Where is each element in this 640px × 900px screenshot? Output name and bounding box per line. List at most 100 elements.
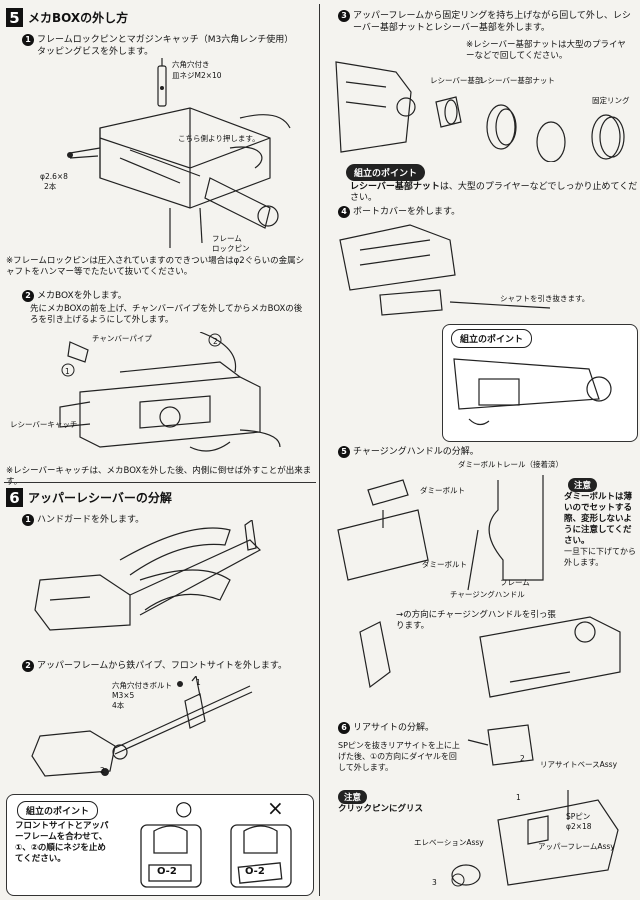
point3-badge: 組立のポイント bbox=[346, 164, 426, 181]
receiver-nut-label: レシーバー基部ナット bbox=[480, 76, 555, 85]
sp-pin-size-label: φ2×18 bbox=[566, 822, 592, 831]
assembly-point-badge: 組立のポイント bbox=[17, 801, 99, 820]
ng-mark: × bbox=[267, 796, 284, 820]
step-number: 6 bbox=[338, 722, 350, 734]
point4-box: 組立のポイント bbox=[442, 324, 638, 442]
callout-3: 3 bbox=[432, 878, 437, 887]
step-number: 3 bbox=[338, 10, 350, 22]
point3-rest: は、大型のプライヤーなどでしっかり止めてください。 bbox=[350, 182, 638, 203]
ok-mark: ○ bbox=[175, 796, 193, 820]
fixing-ring-label: 固定リング bbox=[592, 96, 630, 105]
step6-text: SPピンを抜きリアサイトを上に上げた後、①の方向にダイヤルを回して外します。 bbox=[338, 741, 460, 772]
ok-sight-mark: O-2 bbox=[157, 866, 177, 877]
frame-lock-label: フレーム bbox=[212, 234, 242, 243]
press-label: こちら側より押します。 bbox=[178, 134, 260, 143]
step-text: ハンドガードを外します。 bbox=[37, 515, 145, 525]
charging-handle-figure bbox=[337, 475, 544, 591]
warn6-text: クリックピンにグリス bbox=[338, 804, 424, 814]
step-text: チャージングハンドルの分解。 bbox=[353, 447, 479, 457]
right-column: 3 アッパーフレームから固定リングを持ち上げながら回して外し、レシーバー基部ナッ… bbox=[322, 0, 640, 900]
port-cover-figure bbox=[339, 224, 551, 316]
ng-sight-mark: O-2 bbox=[245, 866, 265, 877]
callout-1: 1 bbox=[516, 793, 521, 802]
frame-lock-label2: ロックピン bbox=[212, 244, 250, 253]
right-step4: 4 ボートカバーを外します。 bbox=[338, 206, 634, 218]
front-sight-figure bbox=[31, 676, 253, 777]
section5-note2: ※レシーバーキャッチは、メカBOXを外した後、内側に倒せば外すことが出来ます。 bbox=[6, 466, 312, 487]
section6-title: アッパーレシーバーの分解 bbox=[28, 491, 172, 505]
down-label: 一旦下に下げてから外します。 bbox=[564, 547, 636, 567]
section5-step1: 1 フレームロックピンとマガジンキャッチ（M3六角レンチ使用）タッピングビスを外… bbox=[22, 34, 302, 58]
warn5-text: ダミーボルトは薄いのでセットする際、変形しないように注意してください。 bbox=[564, 492, 633, 546]
section6-header: 6 アッパーレシーバーの分解 bbox=[6, 488, 172, 507]
section5-title: メカBOXの外し方 bbox=[28, 11, 129, 25]
section5-number: 5 bbox=[6, 8, 23, 27]
mechbox-removal-figure bbox=[67, 58, 291, 248]
step-text: メカBOXを外します。 bbox=[37, 291, 127, 301]
upper-frame-label: アッパーフレームAssy bbox=[538, 842, 615, 851]
step-text: ボートカバーを外します。 bbox=[353, 207, 461, 217]
handguard-figure bbox=[34, 520, 261, 631]
receiver-base-label: レシーバー基部 bbox=[430, 76, 483, 85]
section6-number: 6 bbox=[6, 488, 23, 507]
section5-header: 5 メカBOXの外し方 bbox=[6, 8, 128, 27]
step-number: 2 bbox=[22, 660, 34, 672]
point3-text: レシーバー基部ナットは、大型のプライヤーなどでしっかり止めてください。 bbox=[350, 182, 640, 204]
step-number: 1 bbox=[22, 514, 34, 526]
receiver-catch-label: レシーバーキャッチ bbox=[10, 420, 78, 429]
screw-size-label: 皿ネジM2×10 bbox=[172, 71, 222, 80]
dummy-rail-label: ダミーボルトレール（接着済） bbox=[458, 460, 563, 469]
right-step5: 5 チャージングハンドルの分解。 bbox=[338, 446, 634, 458]
rear-sight-base-label: リアサイトベースAssy bbox=[540, 760, 618, 769]
rear-sight-figure bbox=[451, 724, 619, 887]
tapping-screw-label: φ2.6×8 bbox=[40, 172, 68, 181]
step-text: アッパーフレームから固定リングを持ち上げながら回して外し、レシーバー基部ナットと… bbox=[353, 11, 631, 33]
step-number: 2 bbox=[22, 290, 34, 302]
bolt-label: 六角穴付きボルト bbox=[112, 681, 172, 690]
point3-bold: レシーバー基部ナット bbox=[350, 182, 440, 192]
step-number: 5 bbox=[338, 446, 350, 458]
step3-note: ※レシーバー基部ナットは大型のプライヤーなどで回してください。 bbox=[466, 40, 626, 61]
sight-comparison-figure bbox=[140, 824, 292, 888]
callout-1: 1 bbox=[196, 678, 201, 687]
step-text: アッパーフレームから鉄パイプ、フロントサイトを外します。 bbox=[37, 661, 288, 671]
warn6-badge: 注意 bbox=[338, 790, 368, 804]
elevation-label: エレベーションAssy bbox=[414, 838, 484, 847]
callout-2: 2 bbox=[213, 337, 218, 346]
callout-2: 2 bbox=[100, 766, 105, 775]
step-text: フレームロックピンとマガジンキャッチ（M3六角レンチ使用）タッピングビスを外しま… bbox=[37, 35, 294, 57]
column-divider bbox=[319, 4, 320, 896]
assembly-point-box: 組立のポイント フロントサイトとアッパーフレームを合わせて、①、②の順にネジを止… bbox=[6, 794, 314, 896]
section5-step2-detail: 先にメカBOXの前を上げ、チャンバーパイプを外してからメカBOXの後ろを引き上げ… bbox=[30, 304, 303, 325]
left-column: 5 メカBOXの外し方 1 フレームロックピンとマガジンキャッチ（M3六角レンチ… bbox=[0, 0, 318, 900]
section6-step2: 2 アッパーフレームから鉄パイプ、フロントサイトを外します。 bbox=[22, 660, 314, 672]
chamber-pipe-label: チャンバーパイプ bbox=[92, 334, 152, 343]
warn5-badge: 注意 bbox=[568, 478, 598, 492]
callout-2: 2 bbox=[520, 754, 525, 763]
charging-handle-label: チャージングハンドル bbox=[450, 590, 525, 599]
tapping-qty-label: 2本 bbox=[44, 182, 57, 191]
sp-pin-label: SPピン bbox=[566, 812, 591, 821]
pull-handle-text: →の方向にチャージングハンドルを引っ張ります。 bbox=[396, 610, 556, 631]
step-number: 4 bbox=[338, 206, 350, 218]
frame-label: フレーム bbox=[500, 578, 530, 587]
right-step6: 6 リアサイトの分解。 bbox=[338, 722, 634, 734]
receiver-base-figure bbox=[335, 61, 625, 162]
step-text: リアサイトの分解。 bbox=[353, 723, 435, 733]
screw-label: 六角穴付き bbox=[172, 60, 210, 69]
step-number: 1 bbox=[22, 34, 34, 46]
receiver-figure bbox=[59, 332, 281, 452]
shaft-label: シャフトを引き抜きます。 bbox=[500, 294, 590, 303]
right-step3: 3 アッパーフレームから固定リングを持ち上げながら回して外し、レシーバー基部ナッ… bbox=[338, 10, 634, 34]
pull-handle-figure bbox=[359, 616, 621, 698]
bolt-qty-label: 4本 bbox=[112, 701, 125, 710]
point4-badge: 組立のポイント bbox=[451, 329, 533, 348]
bolt-size-label: M3×5 bbox=[112, 691, 135, 700]
dummy-bolt-label2: ダミーボルト bbox=[422, 560, 467, 569]
section5-step2: 2 メカBOXを外します。 bbox=[22, 290, 302, 302]
assembly-point-text: フロントサイトとアッパーフレームを合わせて、①、②の順にネジを止めてください。 bbox=[15, 821, 109, 864]
dummy-bolt-label: ダミーボルト bbox=[420, 486, 465, 495]
callout-1: 1 bbox=[65, 367, 70, 376]
section5-note1: ※フレームロックピンは圧入されていますのできつい場合はφ2ぐらいの金属シャフトを… bbox=[6, 256, 305, 277]
